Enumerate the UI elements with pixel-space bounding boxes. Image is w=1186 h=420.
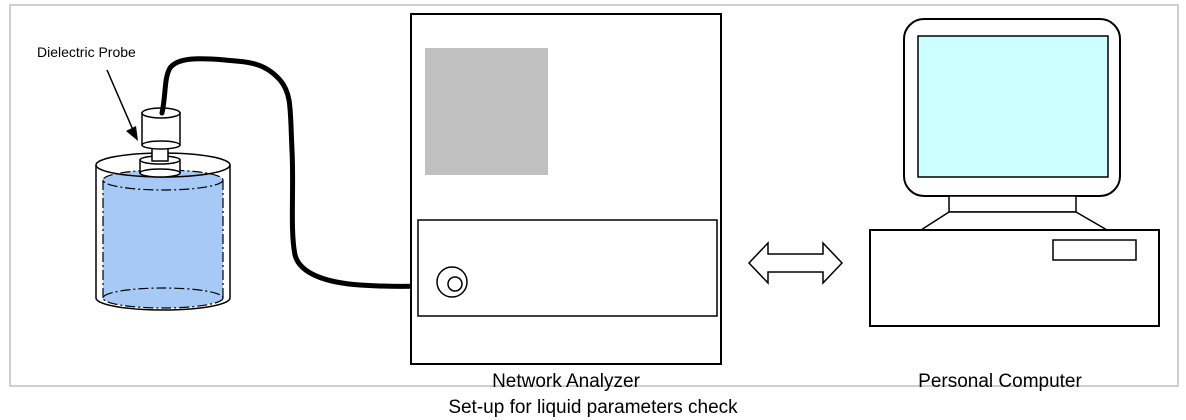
monitor-screen bbox=[917, 35, 1109, 178]
probe-label: Dielectric Probe bbox=[37, 44, 136, 60]
disk-drive-slot bbox=[1052, 239, 1137, 261]
probe-pointer-arrow bbox=[106, 69, 138, 141]
diagram-frame bbox=[9, 4, 1179, 387]
monitor-stand bbox=[948, 195, 1077, 213]
system-unit bbox=[869, 229, 1160, 327]
analyzer-front-panel bbox=[417, 219, 718, 317]
network-analyzer bbox=[410, 13, 722, 365]
network-analyzer-label: Network Analyzer bbox=[492, 371, 641, 392]
coaxial-cable bbox=[159, 56, 458, 289]
liquid-body bbox=[103, 180, 223, 298]
figure-caption: Set-up for liquid parameters check bbox=[448, 397, 738, 418]
liquid-beaker bbox=[95, 152, 231, 311]
liquid-bottom bbox=[102, 287, 224, 309]
monitor-base bbox=[918, 211, 1110, 231]
dielectric-probe bbox=[139, 107, 181, 178]
personal-computer bbox=[869, 18, 1160, 327]
personal-computer-label: Personal Computer bbox=[918, 371, 1082, 392]
analyzer-display bbox=[425, 48, 548, 175]
data-link-double-arrow bbox=[747, 241, 844, 285]
